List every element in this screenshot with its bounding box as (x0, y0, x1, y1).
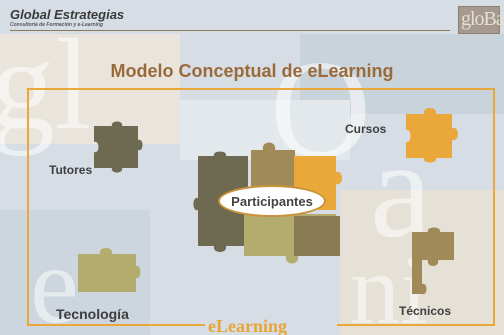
logo: gloBa (458, 6, 504, 34)
participantes-highlight: Participantes (218, 185, 326, 217)
label-cursos: Cursos (345, 122, 387, 136)
label-tecnicos: Técnicos (399, 304, 452, 318)
header-divider (10, 30, 450, 31)
puzzle-piece-tecnicos (412, 227, 454, 295)
label-participantes: Participantes (231, 194, 313, 209)
watermark-letters: gl (0, 13, 92, 157)
header: Global Estrategias Consultoría de Formac… (0, 0, 504, 34)
logo-text: gloBa (461, 8, 504, 30)
watermark-letters: e (30, 224, 79, 335)
puzzle-piece-cursos (406, 108, 458, 163)
puzzle-piece-tutores (94, 121, 143, 173)
puzzle-piece-center-bottom-right (294, 216, 340, 256)
page-title-text: Modelo Conceptual de eLearning (110, 61, 394, 81)
brand-tagline: Consultoría de Formación y e-Learning (10, 22, 104, 28)
frame-label-gap (205, 318, 337, 330)
page-title: Modelo Conceptual de eLearning (0, 61, 504, 82)
label-tutores: Tutores (49, 163, 93, 177)
brand-title: Global Estrategias (10, 7, 125, 22)
label-elearning: eLearning (208, 316, 287, 335)
puzzle-piece-tecnologia (78, 248, 141, 292)
puzzle-piece-center-top (251, 142, 295, 190)
label-tecnologia: Tecnología (56, 306, 129, 322)
